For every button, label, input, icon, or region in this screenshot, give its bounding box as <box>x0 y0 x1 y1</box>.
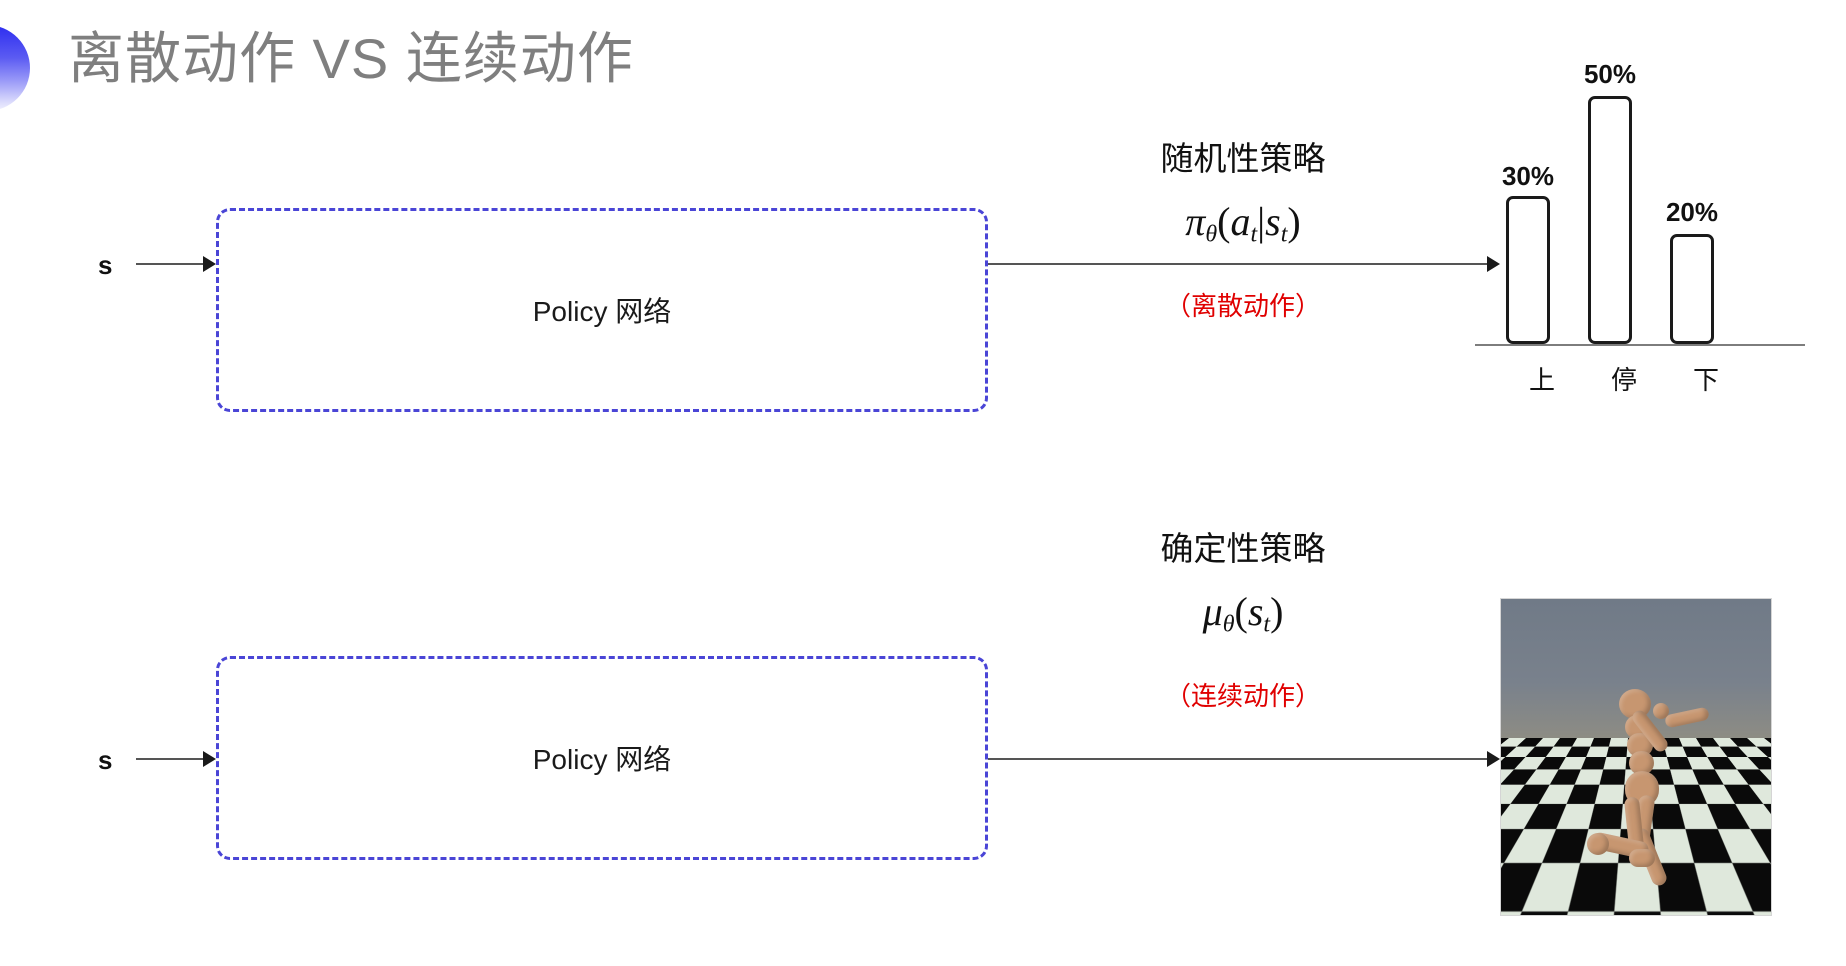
bar-rect-1 <box>1588 96 1632 344</box>
bar-value-0: 30% <box>1501 161 1555 191</box>
deterministic-policy-caption: 确定性策略 μθ(st) （连续动作） <box>1078 522 1408 713</box>
title-bullet-decoration <box>0 25 30 111</box>
bar-value-1: 50% <box>1583 59 1637 89</box>
action-probability-bar-chart: 30% 50% 20% 上 停 下 <box>1472 59 1812 400</box>
arrow-state-to-policy-top <box>136 263 214 265</box>
formula-pi: π <box>1185 199 1206 244</box>
formula-open-paren: ( <box>1217 199 1231 244</box>
formula-a-sub: t <box>1250 221 1258 248</box>
bar-rect-0 <box>1506 196 1550 344</box>
formula-mu-s-sub: t <box>1263 611 1271 638</box>
arrow-state-to-policy-bottom <box>136 758 214 760</box>
state-input-label-top: s <box>98 250 113 280</box>
chart-tick-2: 下 <box>1692 365 1719 395</box>
formula-bar: | <box>1257 199 1266 244</box>
deterministic-policy-formula: μθ(st) <box>1078 590 1408 638</box>
formula-mu: μ <box>1202 589 1223 634</box>
bar-rect-2 <box>1670 234 1714 344</box>
policy-network-label-bottom: Policy 网络 <box>532 744 672 775</box>
chart-plot-area: 30% 50% 20% <box>1472 59 1812 344</box>
chart-tick-0: 上 <box>1528 365 1555 395</box>
arrow-policy-to-output-top <box>988 263 1498 265</box>
stochastic-policy-caption: 随机性策略 πθ(at|st) （离散动作） <box>1078 132 1408 323</box>
discrete-action-note: （离散动作） <box>1164 291 1321 322</box>
policy-network-label-top: Policy 网络 <box>532 296 672 327</box>
state-input-label-bottom: s <box>98 745 113 775</box>
bar-group-0: 30% <box>1500 90 1556 344</box>
bar-group-2: 20% <box>1664 90 1720 344</box>
continuous-action-note: （连续动作） <box>1164 681 1321 712</box>
humanoid-foot-front <box>1629 849 1655 867</box>
arrow-policy-to-output-bottom <box>988 758 1498 760</box>
chart-x-axis-line <box>1475 344 1805 346</box>
policy-network-box-bottom: Policy 网络 <box>216 656 988 860</box>
bar-group-1: 50% <box>1582 59 1638 344</box>
chart-x-tick-labels: 上 停 下 <box>1472 352 1812 395</box>
stochastic-policy-formula: πθ(at|st) <box>1078 200 1408 248</box>
stochastic-policy-title: 随机性策略 <box>1160 140 1326 177</box>
humanoid-simulation-image <box>1500 598 1772 916</box>
formula-a: a <box>1230 199 1251 244</box>
deterministic-policy-title: 确定性策略 <box>1160 530 1326 567</box>
formula-mu-theta: θ <box>1222 611 1235 638</box>
formula-mu-close-paren: ) <box>1270 589 1284 634</box>
policy-network-box-top: Policy 网络 <box>216 208 988 412</box>
formula-close-paren: ) <box>1287 199 1301 244</box>
humanoid-knee-rear <box>1587 833 1609 855</box>
humanoid-hand <box>1653 703 1669 719</box>
chart-tick-1: 停 <box>1610 365 1637 395</box>
formula-mu-s: s <box>1247 589 1264 634</box>
formula-s-sub: t <box>1280 221 1288 248</box>
page-title: 离散动作 VS 连续动作 <box>68 27 634 90</box>
bar-value-2: 20% <box>1665 197 1719 227</box>
formula-s: s <box>1265 199 1281 244</box>
formula-theta: θ <box>1205 221 1218 248</box>
formula-mu-open-paren: ( <box>1234 589 1248 634</box>
